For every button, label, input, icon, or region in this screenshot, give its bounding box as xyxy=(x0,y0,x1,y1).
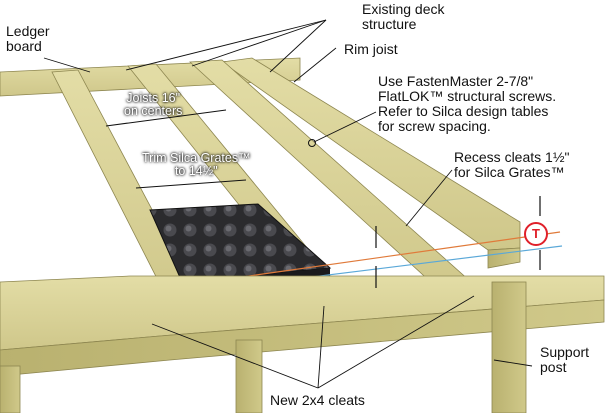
support-post-label: Support post xyxy=(540,344,590,375)
trim-dimension-line xyxy=(135,179,247,189)
support-post-right xyxy=(491,281,527,413)
support-post-leader xyxy=(493,359,533,367)
ledger-board-label: Ledger board xyxy=(6,23,50,54)
rim-joist xyxy=(220,57,521,251)
deck-leader-2 xyxy=(191,19,327,67)
cleat-leader-3 xyxy=(317,295,475,389)
ledger-leader xyxy=(43,57,91,73)
cleat-leader-2 xyxy=(317,305,325,389)
screws-note-label: Use FastenMaster 2-7/8" FlatLOK™ structu… xyxy=(378,73,557,134)
joist-spacing-label: Joists 16" on centers xyxy=(124,91,183,118)
joist-spacing-dimension-line xyxy=(105,109,227,127)
trim-grates-label: Trim Silca Grates™ to 14½" xyxy=(142,151,251,178)
cleat-leader-1 xyxy=(151,323,319,389)
screw-marker xyxy=(308,139,316,147)
rim-joist-label: Rim joist xyxy=(344,41,398,57)
deck-leader-1 xyxy=(125,19,327,71)
screws-leader xyxy=(313,111,377,143)
recess-note-label: Recess cleats 1½" for Silca Grates™ xyxy=(454,149,570,180)
thickness-badge: T xyxy=(524,222,548,246)
support-post-middle xyxy=(235,339,263,413)
support-post-left xyxy=(0,365,21,413)
deck-leader-3 xyxy=(269,19,327,73)
rim-leader xyxy=(293,47,337,83)
recess-leader xyxy=(405,169,453,227)
new-cleats-label: New 2x4 cleats xyxy=(270,392,365,408)
existing-deck-structure-label: Existing deck structure xyxy=(362,1,445,32)
